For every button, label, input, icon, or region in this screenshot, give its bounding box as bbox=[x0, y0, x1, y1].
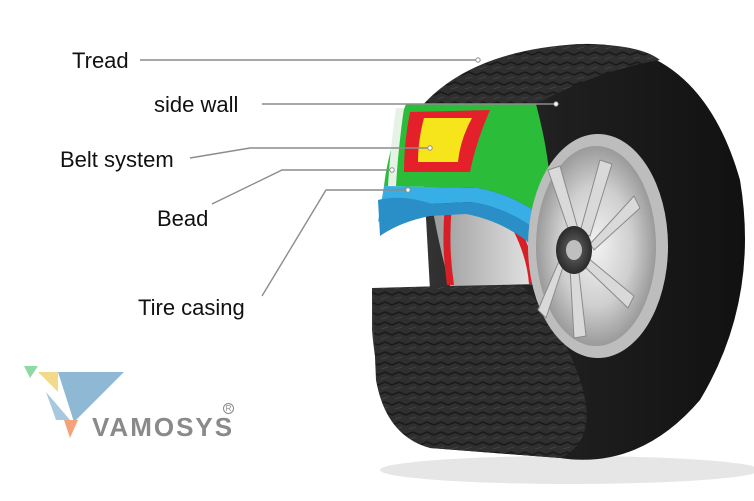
bead-layer-blue-lower bbox=[378, 197, 546, 252]
tread-surface-top bbox=[420, 44, 660, 108]
ground-shadow bbox=[380, 456, 754, 484]
label-side-wall: side wall bbox=[154, 92, 239, 117]
leader-lines bbox=[140, 59, 556, 297]
tread-surface-bottom bbox=[372, 284, 587, 458]
label-bead: Bead bbox=[157, 206, 209, 231]
leader-tire-casing bbox=[261, 189, 408, 297]
inner-white-liner bbox=[388, 108, 404, 186]
vamosys-wordmark: VAMOSYS bbox=[92, 412, 235, 442]
registered-mark: R bbox=[223, 403, 234, 414]
label-tread: Tread bbox=[72, 48, 129, 73]
hub-cap bbox=[566, 240, 582, 260]
vamosys-logo-mark bbox=[24, 366, 124, 438]
inner-liner-red bbox=[443, 205, 454, 285]
rim-spokes bbox=[537, 159, 641, 339]
label-tire-casing: Tire casing bbox=[138, 295, 245, 320]
leader-belt-system bbox=[189, 147, 430, 159]
leader-bead bbox=[211, 169, 392, 205]
label-belt-system: Belt system bbox=[60, 147, 174, 172]
bead-layer-blue bbox=[378, 186, 548, 238]
leader-dots bbox=[389, 57, 559, 193]
belt-core-yellow bbox=[418, 118, 472, 162]
